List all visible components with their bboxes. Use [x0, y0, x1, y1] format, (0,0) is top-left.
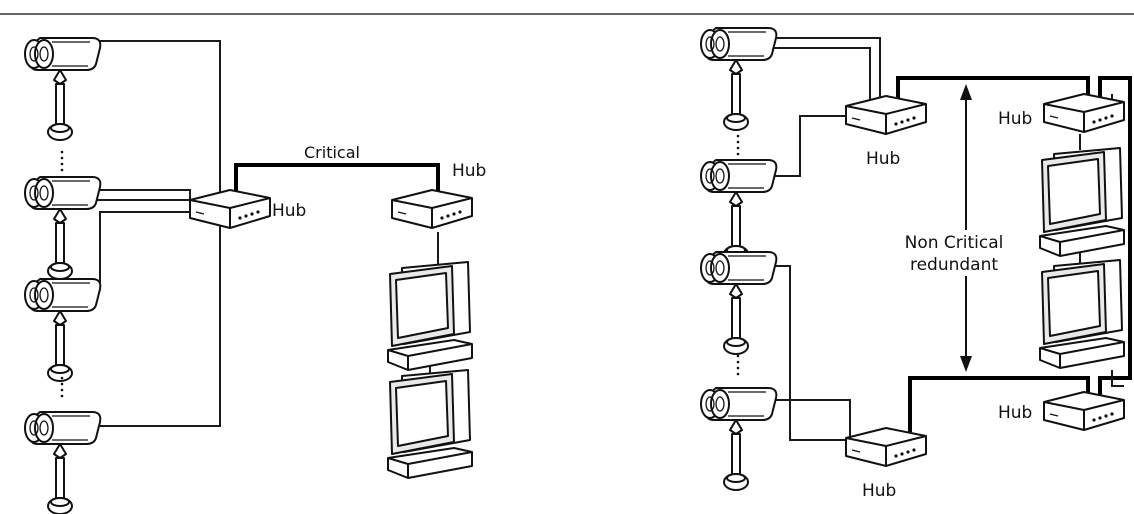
camera-1-icon	[25, 38, 100, 140]
camera-7-icon	[701, 252, 776, 354]
hub-top-left-icon	[846, 96, 926, 134]
left-diagram: Critical Hub Hub	[25, 38, 486, 514]
hub-bottom-right-label: Hub	[998, 403, 1032, 423]
hub-top-right-icon	[1044, 94, 1124, 132]
ellipsis-dots-3	[737, 135, 740, 156]
hub-bottom-left-icon	[846, 428, 926, 466]
hub-bottom-left-label: Hub	[862, 481, 896, 501]
non-critical-label: Non Critical	[905, 233, 1004, 253]
left-wiring	[90, 41, 438, 426]
critical-link	[236, 165, 438, 196]
redundant-link-top	[898, 78, 1088, 100]
camera-hub-icon	[190, 190, 270, 228]
critical-label: Critical	[304, 143, 360, 162]
monitor-1-icon	[388, 262, 472, 370]
hub-top-left-label: Hub	[866, 149, 900, 169]
monitor-3-icon	[1040, 148, 1124, 256]
camera-6-icon	[701, 160, 776, 262]
monitor-hub-label: Hub	[452, 161, 486, 181]
camera-5-icon	[701, 28, 776, 130]
camera-hub-label: Hub	[272, 201, 306, 221]
redundant-label: redundant	[910, 255, 998, 275]
ellipsis-dots-4	[737, 355, 740, 376]
hub-top-right-label: Hub	[998, 109, 1032, 129]
redundancy-double-arrow	[960, 84, 972, 372]
camera-2-icon	[25, 177, 100, 279]
camera-8-icon	[701, 388, 776, 490]
ellipsis-dots-1	[61, 151, 64, 172]
camera-4-icon	[25, 412, 100, 514]
monitor-hub-icon	[392, 190, 472, 228]
monitor-4-icon	[1040, 260, 1124, 368]
camera-3-icon	[25, 279, 100, 381]
monitor-2-icon	[388, 370, 472, 478]
hub-bottom-right-icon	[1044, 392, 1124, 430]
right-diagram: Non Critical redundant Hub Hub Hub Hub	[701, 28, 1130, 501]
